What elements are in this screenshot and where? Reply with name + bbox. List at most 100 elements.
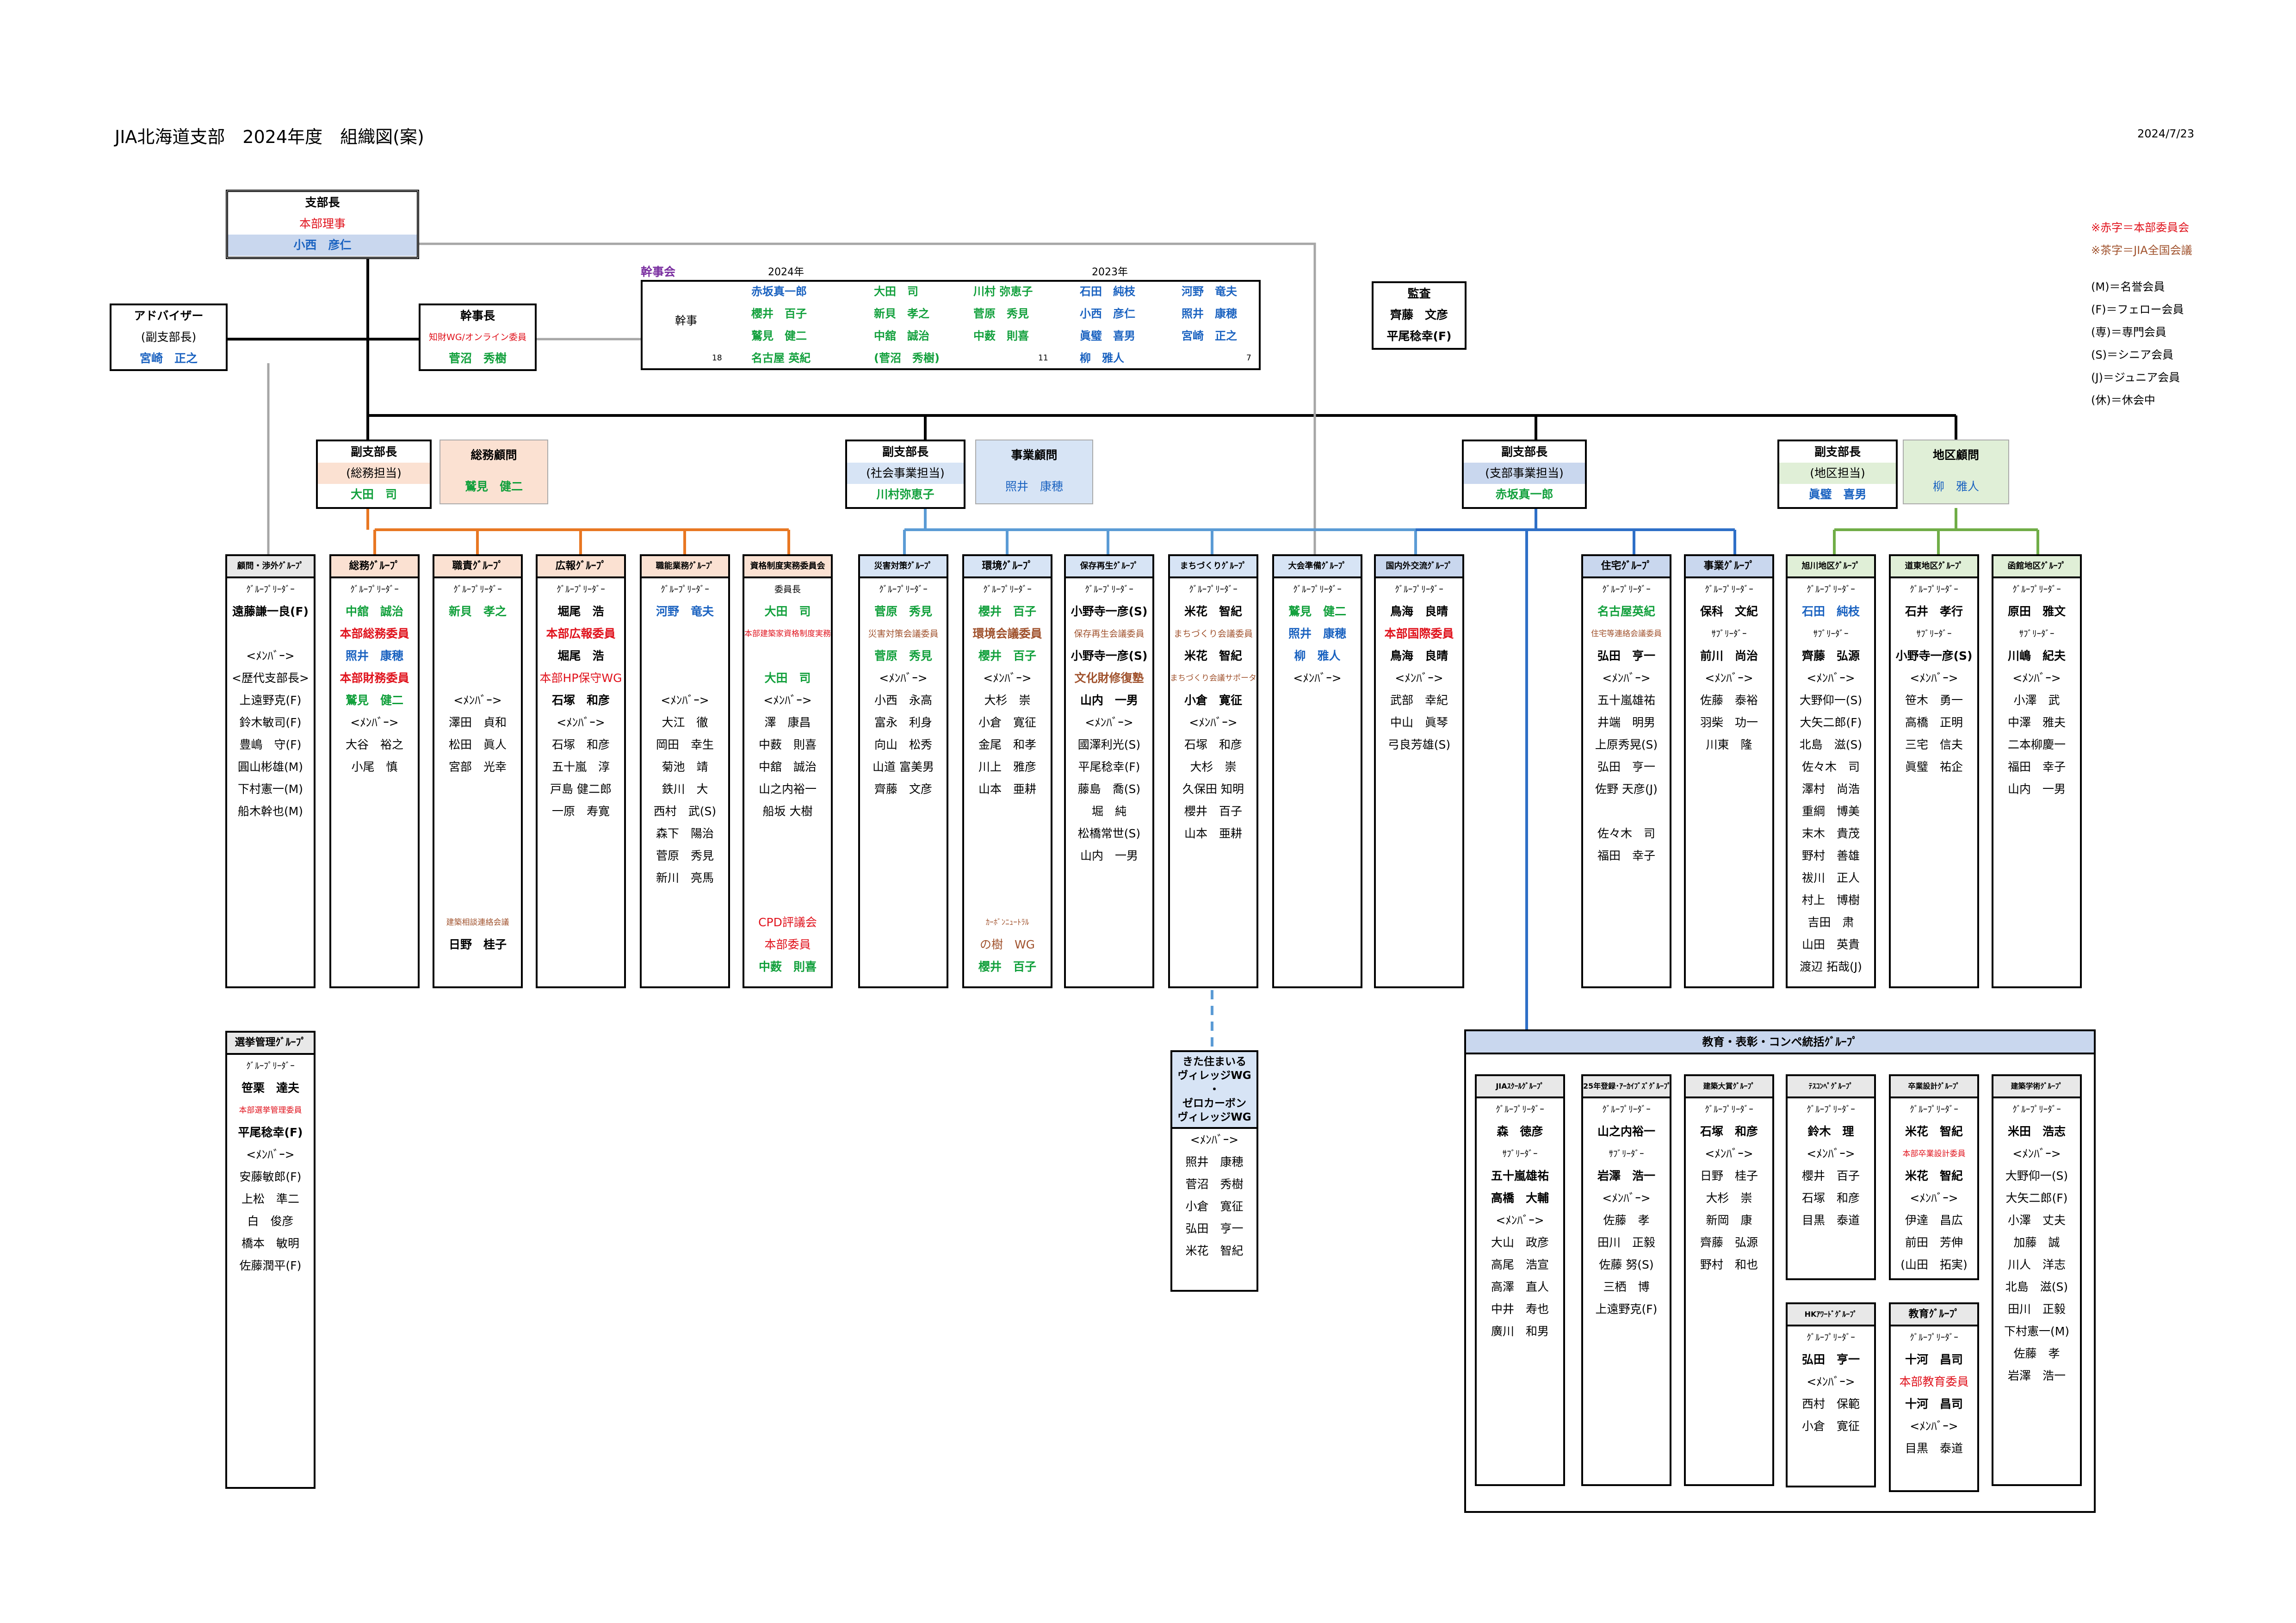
member-name: 山内 一男 — [2007, 782, 2066, 796]
member-name: 野村 善雄 — [1801, 849, 1860, 862]
member-name: 金尾 和孝 — [978, 738, 1036, 751]
member-name: 大田 司 — [764, 605, 811, 618]
member-name: 本部HP保守WG — [539, 671, 622, 685]
kanji-col: 河野 竜夫 照井 康穂 宮崎 正之 — [1182, 280, 1237, 347]
member-name: ｻﾌﾞﾘｰﾀﾞｰ — [1813, 629, 1849, 639]
group-title: ﾃｽｺﾝﾍﾟｸﾞﾙｰﾌﾟ — [1788, 1076, 1874, 1098]
kanji-member: 川村 弥恵子 — [973, 285, 1033, 298]
member-name: 高橋 大輔 — [1491, 1191, 1549, 1205]
member-name — [434, 800, 521, 823]
member-name: 河野 竜夫 — [656, 605, 714, 618]
advisor-name: 照井 康穂 — [1005, 480, 1063, 493]
member-header: <ﾒﾝﾊﾞｰ> — [763, 694, 812, 707]
kanji-count: 18 — [712, 353, 722, 363]
member-name: 二本柳慶一 — [2007, 738, 2066, 751]
member-name: 佐藤 泰裕 — [1700, 694, 1758, 707]
member-name: 平尾稔幸(F) — [238, 1126, 303, 1139]
member-name: 佐藤 孝 — [2013, 1347, 2060, 1360]
member-name: 本部国際委員 — [1384, 627, 1454, 640]
member-name: ｻﾌﾞﾘｰﾀﾞｰ — [1502, 1149, 1538, 1159]
kanji-member: 河野 竜夫 — [1182, 285, 1237, 298]
member-name: 菅原 秀見 — [874, 649, 932, 663]
member-name: 新川 亮馬 — [656, 871, 714, 885]
member-header: <ﾒﾝﾊﾞｰ> — [2012, 1147, 2061, 1160]
member-name: 五十嵐 淳 — [551, 760, 610, 774]
member-name: 川上 雅彦 — [978, 760, 1036, 774]
member-name: 山之内裕一 — [1597, 1125, 1655, 1138]
legend-note-brown: ※茶字＝JIA全国会議 — [2091, 244, 2192, 257]
kanji-member: 眞璧 喜男 — [1080, 329, 1135, 342]
member-name: 上原秀晃(S) — [1595, 738, 1658, 751]
member-name: 米花 智紀 — [1185, 1244, 1244, 1258]
member-name: (山田 拓実) — [1900, 1258, 1968, 1271]
member-name — [227, 623, 314, 645]
group-lines: <ﾒﾝﾊﾞｰ>照井 康穂菅沼 秀樹小倉 寛征弘田 亨一米花 智紀 — [1172, 1129, 1256, 1262]
member-name — [1583, 800, 1670, 823]
legend: ※赤字＝本部委員会 ※茶字＝JIA全国会議 (M)＝名誉会員 (F)＝フェロー会… — [2091, 217, 2285, 412]
member-name: ｸﾞﾙｰﾌﾟﾘｰﾀﾞｰ — [2012, 584, 2061, 595]
member-name: 石塚 和彦 — [1700, 1125, 1758, 1138]
member-name: 船木幹也(M) — [237, 805, 303, 818]
member-name: 弘田 亨一 — [1801, 1353, 1860, 1366]
legend-item: (休)＝休会中 — [2091, 394, 2155, 407]
member-name: 十河 昌司 — [1905, 1353, 1963, 1366]
member-header: <ﾒﾝﾊﾞｰ> — [350, 716, 399, 729]
group-column: 職責ｸﾞﾙｰﾌﾟｸﾞﾙｰﾌﾟﾘｰﾀﾞｰ新貝 孝之 <ﾒﾝﾊﾞｰ>澤田 貞和松田 … — [433, 554, 523, 988]
group-title: 道東地区ｸﾞﾙｰﾌﾟ — [1891, 556, 1977, 578]
member-header: <ﾒﾝﾊﾞｰ> — [453, 694, 502, 707]
member-name: 保科 文紀 — [1700, 605, 1758, 618]
group-title: 職能業務ｸﾞﾙｰﾌﾟ — [642, 556, 728, 578]
member-name: 鈴木 理 — [1807, 1125, 1854, 1138]
auditor-box: 監査 齊藤 文彦 平尾稔幸(F) — [1372, 281, 1467, 350]
member-name: ｸﾞﾙｰﾌﾟﾘｰﾀﾞｰ — [1807, 1104, 1855, 1115]
group-lines: ｸﾞﾙｰﾌﾟﾘｰﾀﾞｰ菅原 秀見災害対策会議委員菅原 秀見<ﾒﾝﾊﾞｰ>小西 永… — [860, 578, 947, 800]
member-name: 石塚 和彦 — [1184, 738, 1242, 751]
member-name: CPD評議会 — [758, 916, 817, 929]
member-header: <ﾒﾝﾊﾞｰ> — [1496, 1214, 1544, 1227]
kanji-member: 名古屋 英紀 — [751, 352, 811, 365]
member-name: 森 徳彦 — [1497, 1125, 1543, 1138]
member-name: 久保田 知明 — [1182, 782, 1244, 796]
vice-name: 赤坂真一郎 — [1495, 488, 1553, 501]
vice-role: (地区担当) — [1779, 463, 1896, 484]
member-name: 本部建築家資格制度実務委員 — [744, 629, 831, 638]
member-header: <ﾒﾝﾊﾞｰ> — [1602, 1191, 1651, 1205]
member-name: 日野 桂子 — [1700, 1169, 1758, 1183]
group-lines: ｸﾞﾙｰﾌﾟﾘｰﾀﾞｰ遠藤謙一良(F) <ﾒﾝﾊﾞｰ><歴代支部長>上遠野克(F… — [227, 578, 314, 823]
member-name: 中舘 誠治 — [758, 760, 817, 774]
member-name: 照井 康穂 — [1185, 1155, 1244, 1169]
education-subgroup: 建築学術ｸﾞﾙｰﾌﾟｸﾞﾙｰﾌﾟﾘｰﾀﾞｰ米田 浩志<ﾒﾝﾊﾞｰ>大野仰一(S)… — [1992, 1074, 2082, 1486]
village-title-line: ヴィレッジWG — [1177, 1111, 1251, 1123]
member-name: 澤村 尚浩 — [1801, 782, 1860, 796]
vice-chief-box: 副支部長 (社会事業担当) 川村弥恵子 — [845, 440, 965, 509]
advisor-name: 鷲見 健二 — [464, 480, 523, 493]
adviser-title: アドバイザー — [134, 309, 204, 322]
member-name: 石塚 和彦 — [551, 694, 610, 707]
group-title: 教育ｸﾞﾙｰﾌﾟ — [1891, 1304, 1977, 1326]
member-name: 中井 寿也 — [1491, 1302, 1549, 1316]
village-title-line: ヴィレッジWG — [1177, 1070, 1251, 1082]
village-title: きた住まいる ヴィレッジWG ・ ゼロカーボン ヴィレッジWG — [1172, 1052, 1256, 1129]
member-name: 藤島 喬(S) — [1077, 782, 1141, 796]
group-title: 函館地区ｸﾞﾙｰﾌﾟ — [1993, 556, 2080, 578]
kanji-member: 大田 司 — [874, 285, 918, 298]
member-name: 小澤 丈夫 — [2007, 1214, 2066, 1227]
group-lines: ｸﾞﾙｰﾌﾟﾘｰﾀﾞｰ十河 昌司本部教育委員十河 昌司<ﾒﾝﾊﾞｰ>目黒 泰道 — [1891, 1326, 1977, 1460]
legend-item: (F)＝フェロー会員 — [2091, 303, 2184, 316]
member-header: <ﾒﾝﾊﾞｰ> — [983, 671, 1032, 685]
group-column: 総務ｸﾞﾙｰﾌﾟｸﾞﾙｰﾌﾟﾘｰﾀﾞｰ中舘 誠治本部総務委員照井 康穂本部財務委… — [329, 554, 420, 988]
member-name: 武部 幸紀 — [1390, 694, 1448, 707]
group-lines: ｸﾞﾙｰﾌﾟﾘｰﾀﾞｰ名古屋英紀住宅等連絡会議委員弘田 亨一<ﾒﾝﾊﾞｰ>五十嵐… — [1583, 578, 1670, 867]
member-name: ｸﾞﾙｰﾌﾟﾘｰﾀﾞｰ — [983, 584, 1032, 595]
group-lines: ｸﾞﾙｰﾌﾟﾘｰﾀﾞｰ原田 雅文ｻﾌﾞﾘｰﾀﾞｰ川嶋 紀夫<ﾒﾝﾊﾞｰ>小澤 武… — [1993, 578, 2080, 800]
member-name: 菅原 秀見 — [656, 849, 714, 862]
member-name: 上遠野克(F) — [239, 694, 302, 707]
member-name — [434, 667, 521, 689]
kanji-member: 中薮 則喜 — [973, 329, 1029, 342]
member-name: 原田 雅文 — [2007, 605, 2066, 618]
member-name: 本部選挙管理委員 — [239, 1106, 302, 1115]
secgen-title: 幹事長 — [460, 309, 495, 322]
member-name: 小倉 寛征 — [1801, 1419, 1860, 1433]
group-title: 卒業設計ｸﾞﾙｰﾌﾟ — [1891, 1076, 1977, 1098]
